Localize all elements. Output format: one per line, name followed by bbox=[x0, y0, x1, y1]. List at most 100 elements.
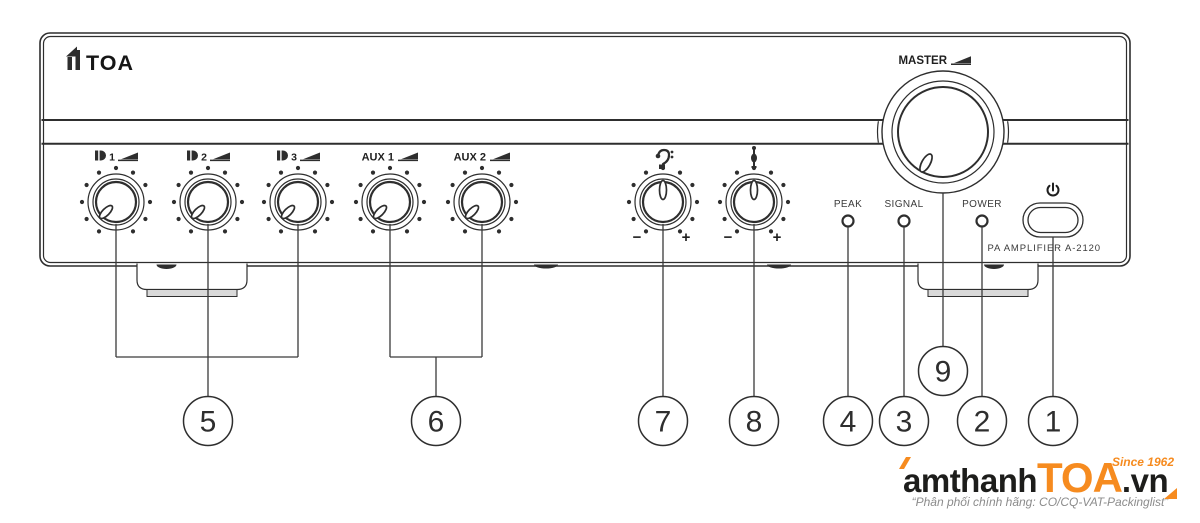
master-label: MASTER bbox=[898, 55, 947, 67]
knob-tick-dot bbox=[266, 216, 271, 222]
knob-tick-dot bbox=[370, 170, 376, 175]
knob-tick-dots bbox=[353, 165, 427, 234]
svg-text:6: 6 bbox=[428, 406, 445, 439]
mic1-channel: 1 bbox=[79, 150, 153, 234]
treble-knob[interactable] bbox=[725, 173, 783, 231]
knob-tick-dot bbox=[295, 165, 301, 171]
callout-4: 4 bbox=[822, 395, 874, 447]
knob-tick-dot bbox=[734, 229, 740, 234]
knob-tick-dot bbox=[325, 182, 330, 188]
knob-tick-dots bbox=[717, 165, 791, 234]
knob-tick-dot bbox=[188, 170, 194, 175]
knob-tick-dot bbox=[370, 229, 376, 234]
knob-tick-dot bbox=[445, 199, 451, 205]
knob-pointer bbox=[749, 179, 759, 201]
knob-tick-dot bbox=[690, 182, 695, 188]
svg-text:1: 1 bbox=[1045, 406, 1062, 439]
knob-tick-dot bbox=[677, 170, 683, 175]
right-foot-base bbox=[927, 289, 1029, 297]
knob-tick-dot bbox=[261, 199, 267, 205]
knob-tick-dot bbox=[358, 216, 363, 222]
right-foot-screw bbox=[984, 264, 1004, 269]
knob-tick-dot bbox=[626, 199, 632, 205]
knob-tick-dot bbox=[462, 170, 468, 175]
aux1-channel: AUX 1 bbox=[353, 151, 427, 234]
svg-text:3: 3 bbox=[896, 406, 913, 439]
volume-ramp-icon bbox=[397, 151, 419, 162]
signal-led bbox=[897, 214, 911, 228]
knob-tick-dot bbox=[147, 199, 153, 205]
treble-clef-icon bbox=[751, 146, 757, 168]
knob-pointer bbox=[280, 204, 296, 220]
toa-logo-bar bbox=[75, 50, 80, 70]
power-led bbox=[975, 214, 989, 228]
knob-tick-dot bbox=[421, 199, 427, 205]
toa-logo-text: TOA bbox=[86, 51, 134, 75]
panel-inner-border bbox=[42, 35, 1128, 264]
power-button[interactable] bbox=[1022, 202, 1084, 238]
knob-tick-dot bbox=[751, 165, 757, 171]
knob-tick-dot bbox=[734, 170, 740, 175]
knob-tick-dots bbox=[445, 165, 519, 234]
volume-ramp-icon bbox=[209, 151, 231, 162]
bass-minus-label: − bbox=[633, 229, 642, 246]
groove-notch-arcs bbox=[876, 121, 1010, 143]
mic2-knob[interactable] bbox=[179, 173, 237, 231]
knob-tick-dot bbox=[643, 229, 649, 234]
aux1-knob[interactable] bbox=[361, 173, 419, 231]
mic-icon bbox=[187, 150, 198, 161]
bass-knob[interactable] bbox=[634, 173, 692, 231]
knob-tick-dot bbox=[768, 170, 774, 175]
knob-tick-dot bbox=[631, 182, 636, 188]
knob-pointer bbox=[919, 153, 933, 173]
power-button-inner bbox=[1027, 206, 1079, 234]
watermark-brand-black: amthanh bbox=[903, 462, 1037, 499]
knob-tick-dot bbox=[677, 229, 683, 234]
callout-1: 1 bbox=[1027, 395, 1079, 447]
knob-pointer bbox=[190, 204, 206, 220]
bottom-edge-bump bbox=[534, 264, 558, 269]
knob-tick-dot bbox=[176, 182, 181, 188]
knob-body bbox=[897, 86, 989, 178]
knob-tick-dot bbox=[312, 229, 318, 234]
master-control: MASTER bbox=[881, 55, 1005, 194]
left-foot bbox=[136, 263, 248, 297]
svg-text:8: 8 bbox=[746, 406, 763, 439]
knob-tick-dot bbox=[96, 229, 102, 234]
amplifier-front-panel: TOA 1 2 bbox=[39, 32, 1131, 297]
callout-8: 8 bbox=[728, 395, 780, 447]
panel-outer-border bbox=[39, 32, 1131, 267]
watermark-accent-triangle bbox=[899, 457, 911, 469]
svg-text:5: 5 bbox=[200, 406, 217, 439]
knob-tick-dot bbox=[404, 170, 410, 175]
model-text: PA AMPLIFIER A-2120 bbox=[987, 243, 1101, 254]
mic1-knob[interactable] bbox=[87, 173, 145, 231]
master-knob[interactable] bbox=[881, 70, 1005, 194]
knob-tick-dot bbox=[660, 165, 666, 171]
mic1-label: 1 bbox=[109, 152, 115, 164]
knob-tick-dot bbox=[694, 199, 700, 205]
peak-led bbox=[841, 214, 855, 228]
knob-tick-dot bbox=[278, 229, 284, 234]
svg-text:7: 7 bbox=[655, 406, 672, 439]
knob-tick-dot bbox=[235, 216, 240, 222]
treble-minus-label: − bbox=[724, 229, 733, 246]
volume-ramp-icon bbox=[299, 151, 321, 162]
treble-control: − + bbox=[717, 146, 791, 246]
callout-2: 2 bbox=[956, 395, 1008, 447]
knob-pointer bbox=[464, 204, 480, 220]
knob-tick-dot bbox=[768, 229, 774, 234]
aux2-knob[interactable] bbox=[453, 173, 511, 231]
left-foot-base bbox=[146, 289, 238, 297]
knob-tick-dot bbox=[84, 182, 89, 188]
mic3-knob[interactable] bbox=[269, 173, 327, 231]
knob-tick-dots bbox=[79, 165, 153, 234]
knob-tick-dot bbox=[785, 199, 791, 205]
aux2-channel: AUX 2 bbox=[445, 152, 519, 234]
knob-tick-dot bbox=[417, 216, 422, 222]
power-label: POWER bbox=[962, 199, 1002, 210]
knob-tick-dot bbox=[84, 216, 89, 222]
callout-9: 9 bbox=[917, 345, 969, 397]
callouts: 5 6 7 8 4 3 9 2 bbox=[182, 345, 1079, 447]
knob-tick-dot bbox=[781, 216, 786, 222]
